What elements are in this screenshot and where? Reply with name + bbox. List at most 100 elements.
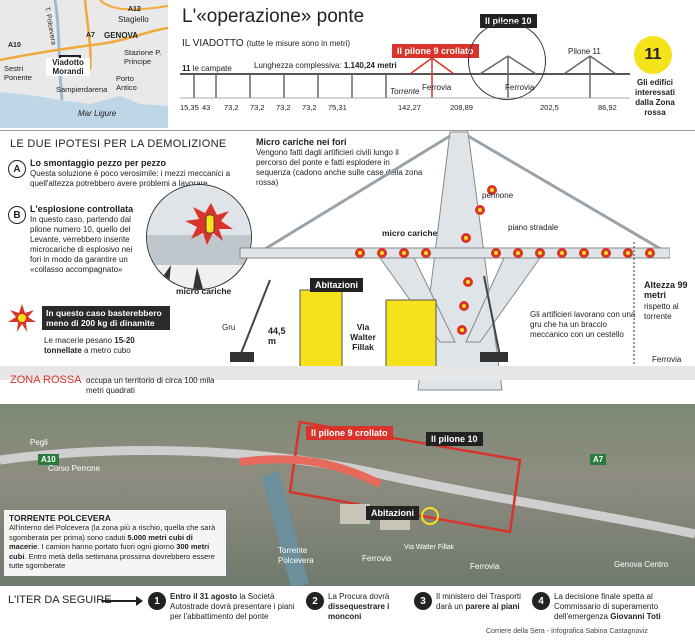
- edifici-number: 11: [644, 46, 662, 63]
- pilone9-badge: Il pilone 9 crollato: [392, 44, 479, 58]
- ferrovia-label-1: Ferrovia: [422, 83, 452, 92]
- map-label-sestri: Sestri Ponente: [4, 64, 32, 82]
- step-2-number: 2: [306, 592, 324, 610]
- photo-genova-centro: Genova Centro: [614, 560, 669, 569]
- step-2-body: dissequestrare i monconi: [328, 602, 390, 621]
- map-label-a10: A10: [8, 42, 21, 49]
- ipotesi-heading: LE DUE IPOTESI PER LA DEMOLIZIONE: [10, 138, 227, 150]
- aerial-graphic: [0, 420, 695, 586]
- map-label-porto: Porto Antico: [116, 74, 137, 92]
- artificieri-text: Gli artificieri lavorano con una gru che…: [530, 310, 636, 339]
- length-label: Lunghezza complessiva:: [254, 61, 342, 70]
- photo-torrente: Torrente Polcevera: [278, 546, 314, 565]
- altezza-text: rispetto al torrente: [644, 302, 679, 321]
- map-label-mar: Mar Ligure: [78, 109, 117, 118]
- iter-arrow: [102, 600, 140, 602]
- section-divider: [0, 130, 695, 131]
- photo-ferrovia-2: Ferrovia: [470, 562, 500, 571]
- span-4: 73,2: [250, 103, 265, 112]
- viadotto-profile: [180, 55, 630, 99]
- macerie-text-2: a metro cubo: [84, 346, 131, 355]
- polcevera-value-2: 300 metri cubi: [9, 542, 210, 561]
- span-11: 86,92: [598, 103, 617, 112]
- campate-info: 11 le campate: [182, 63, 232, 74]
- map-label-viadotto: Viadotto Morandi: [46, 58, 90, 76]
- credit-line: Corriere della Sera - Infografica Sabina…: [486, 628, 648, 635]
- map-label-genova: GENOVA: [104, 31, 139, 40]
- pilone11-label: Pilone 11: [568, 47, 601, 56]
- macerie-value: 15-20 tonnellate: [44, 336, 135, 355]
- pennone-label: pennone: [482, 191, 514, 200]
- ground-strip: [0, 366, 695, 380]
- option-a-marker: A: [8, 160, 26, 178]
- option-b-marker: B: [8, 206, 26, 224]
- span-5: 73,2: [276, 103, 291, 112]
- map-label-sampierdarena: Sampierdarena: [56, 85, 108, 94]
- photo-a10: A10: [38, 454, 59, 465]
- photo-pilone9-badge: Il pilone 9 crollato: [306, 426, 393, 440]
- campate-num: 11: [182, 64, 191, 73]
- span-10: 202,5: [540, 103, 559, 112]
- pylon-diagram: [200, 131, 670, 391]
- viadotto-subtitle-note: (tutte le misure sono in metri): [246, 39, 351, 48]
- zona-rossa-text: occupa un territorio di circa 100 mila m…: [86, 376, 215, 395]
- photo-ferrovia-1: Ferrovia: [362, 554, 392, 563]
- macerie-text: Le macerie pesano 15-20 tonnellate a met…: [44, 336, 164, 356]
- photo-abitazioni: Abitazioni: [366, 506, 419, 520]
- length-value: 1.140,24 metri: [343, 61, 397, 70]
- photo-via-fillak: Via Walter Fillak: [404, 544, 455, 551]
- step-3-number: 3: [414, 592, 432, 610]
- magnifier-circle: [468, 22, 546, 100]
- option-a-text: Questa soluzione è poco verosimile: i me…: [30, 169, 231, 188]
- ferrovia-label-2: Ferrovia: [505, 83, 535, 92]
- macerie-text-1: Le macerie pesano: [44, 336, 113, 345]
- viadotto-subtitle-main: IL VIADOTTO: [182, 38, 244, 49]
- step-3-body: parere ai piani: [465, 602, 520, 611]
- iter-heading: L'ITER DA SEGUIRE: [8, 594, 112, 606]
- step-1-body: la Società Autostrade dovrà presentare i…: [170, 592, 295, 621]
- span-6: 73,2: [302, 103, 317, 112]
- height-label: 44,5 m: [268, 326, 286, 346]
- ferrovia-label-3: Ferrovia: [652, 355, 682, 364]
- photo-pilone10-badge: Il pilone 10: [426, 432, 483, 446]
- gru-label: Gru: [222, 323, 236, 332]
- torrente-label: Torrente: [390, 87, 420, 96]
- micro-cariche-label: micro cariche: [382, 228, 438, 238]
- dinamite-icon: [8, 304, 36, 332]
- step-1-number: 1: [148, 592, 166, 610]
- micro-text: Vengono fatti dagli artificieri civili l…: [256, 148, 423, 187]
- step-1-text: Entro il 31 agosto la Società Autostrade…: [170, 592, 298, 622]
- map-graphic: [0, 0, 168, 128]
- polcevera-text: All'interno del Polcevera (la zona più a…: [9, 523, 221, 571]
- option-b-text: In questo caso, partendo dal pilone nume…: [30, 215, 133, 274]
- option-b-title: L'esplosione controllata: [30, 204, 134, 214]
- span-7: 75,31: [328, 103, 347, 112]
- length-info: Lunghezza complessiva: 1.140,24 metri: [254, 60, 397, 71]
- iter-arrow-head: [136, 596, 143, 606]
- polcevera-text-3: . Entro metà della settimana prossima do…: [9, 551, 215, 571]
- zona-rossa-label: ZONA ROSSA: [10, 374, 82, 386]
- step-2-pre: La Procura dovrà: [328, 592, 390, 601]
- step-4-number: 4: [532, 592, 550, 610]
- span-measures: 15,35 43 73,2 73,2 73,2 73,2 75,31 142,2…: [180, 103, 630, 115]
- micro-cariche-caption: micro cariche: [176, 286, 232, 296]
- page-title: L'«operazione» ponte: [182, 6, 365, 27]
- span-1: 15,35: [180, 103, 199, 112]
- span-8: 142,27: [398, 103, 421, 112]
- step-4-body: Giovanni Toti: [610, 612, 661, 621]
- edifici-text: Gli edifici interessati dalla Zona rossa: [634, 78, 676, 117]
- micro-title: Micro cariche nei fori: [256, 137, 347, 147]
- step-3-text: Il ministero dei Trasporti darà un parer…: [436, 592, 530, 612]
- campate-label: le campate: [192, 64, 232, 73]
- dinamite-box: In questo caso basterebbero meno di 200 …: [42, 306, 170, 330]
- option-a-title: Lo smontaggio pezzo per pezzo: [30, 158, 167, 168]
- polcevera-text-1: All'interno del Polcevera (la zona più a…: [9, 523, 216, 542]
- span-9: 208,89: [450, 103, 473, 112]
- photo-pegli: Pegli: [30, 438, 48, 447]
- abitazioni-label: Abitazioni: [310, 278, 363, 292]
- altezza-title: Altezza 99 metri: [644, 280, 688, 300]
- polcevera-value-1: 5.000 metri cubi di macerie: [9, 532, 193, 552]
- step-4-pre: La decisione finale spetta al Commissari…: [554, 592, 659, 621]
- piano-stradale-label: piano stradale: [508, 223, 559, 232]
- viadotto-subtitle: IL VIADOTTO (tutte le misure sono in met…: [182, 38, 350, 49]
